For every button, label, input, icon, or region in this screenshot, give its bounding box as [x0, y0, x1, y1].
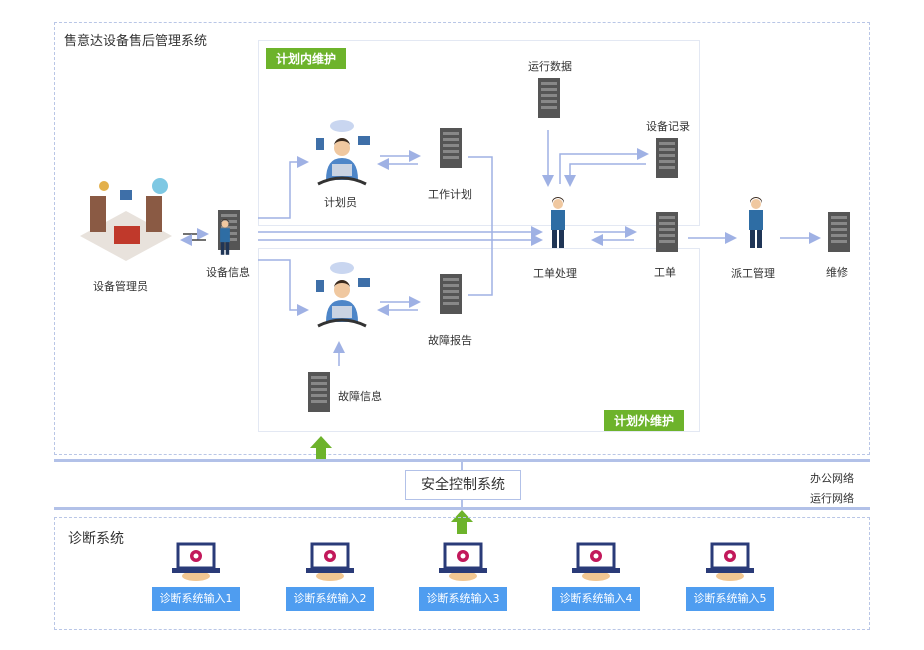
diagnosis-input-1-button[interactable]: 诊断系统输入1: [152, 587, 240, 611]
device-record-label: 设备记录: [646, 120, 690, 133]
diagnosis-input-2-button[interactable]: 诊断系统输入2: [286, 587, 374, 611]
device-record-server-icon: [656, 138, 678, 178]
planner-bottom-icon: [316, 262, 370, 328]
device-info-label: 设备信息: [206, 266, 250, 279]
diagnosis-input-4-button[interactable]: 诊断系统输入4: [552, 587, 640, 611]
laptop-icon-3: [439, 542, 487, 581]
operation-network-line: [54, 507, 870, 510]
manager-label: 设备管理员: [93, 280, 148, 293]
fault-report-server-icon: [440, 274, 462, 314]
planner-top-label: 计划员: [324, 196, 357, 209]
run-data-server-icon: [538, 78, 560, 118]
system-panel: [54, 22, 870, 455]
order-process-person-icon: [551, 197, 565, 248]
dispatch-person-icon: [749, 197, 763, 248]
security-control-label: 安全控制系统: [421, 477, 505, 493]
diagnosis-title: 诊断系统: [68, 531, 124, 547]
device-info-server-icon: [218, 210, 240, 255]
planned-label: 计划内维护: [266, 48, 347, 69]
system-title: 售意达设备售后管理系统: [64, 34, 208, 49]
unplanned-label: 计划外维护: [604, 410, 685, 431]
fault-report-label: 故障报告: [428, 334, 472, 347]
work-plan-server-icon: [440, 128, 462, 168]
manager-illustration: [80, 178, 172, 261]
work-plan-label: 工作计划: [428, 188, 472, 201]
fault-info-server-icon: [308, 372, 330, 412]
planned-area: [258, 40, 700, 226]
work-order-server-icon: [656, 212, 678, 252]
dispatch-label: 派工管理: [731, 267, 775, 280]
diagnosis-input-5-button[interactable]: 诊断系统输入5: [686, 587, 774, 611]
order-process-label: 工单处理: [533, 267, 577, 280]
unplanned-area: [258, 248, 700, 432]
repair-server-icon: [828, 212, 850, 252]
run-data-label: 运行数据: [528, 60, 572, 73]
fault-info-label: 故障信息: [338, 390, 382, 403]
repair-label: 维修: [826, 266, 848, 279]
diagnosis-input-3-button[interactable]: 诊断系统输入3: [419, 587, 507, 611]
work-order-label: 工单: [654, 266, 676, 279]
security-control-box: 安全控制系统: [405, 470, 521, 500]
diagnosis-panel: [54, 517, 870, 630]
operation-network-label: 运行网络: [810, 492, 854, 505]
office-network-line: [54, 459, 870, 462]
laptop-icon-5: [706, 542, 754, 581]
laptop-icon-1: [172, 542, 220, 581]
office-network-label: 办公网络: [810, 472, 854, 485]
laptop-icon-2: [306, 542, 354, 581]
planner-top-icon: [316, 120, 370, 186]
laptop-icon-4: [572, 542, 620, 581]
